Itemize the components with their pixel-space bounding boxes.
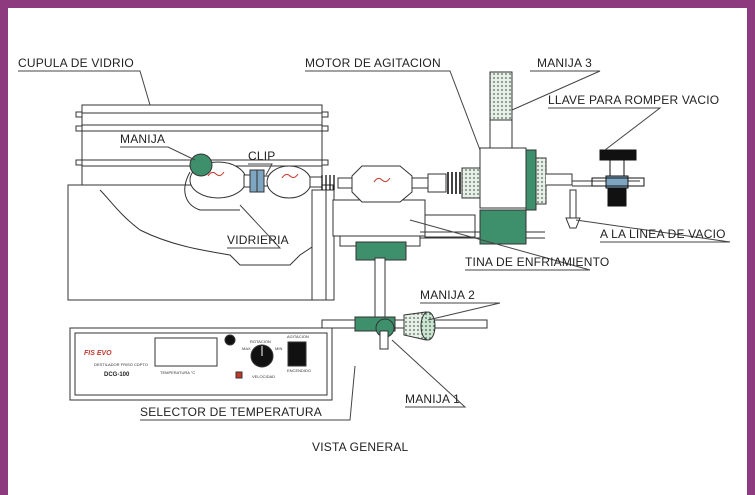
label-manija: MANIJA [120,132,165,146]
vacuum-break-valve [591,149,645,207]
leader-lines [18,70,731,421]
panel-agitation-label: AGITACION [287,334,309,339]
panel-max-label: MAX [242,346,251,351]
control-unit [69,327,333,401]
panel-speed-label: VELOCIDAD [252,374,275,379]
label-selector: SELECTOR DE TEMPERATURA [140,405,322,419]
label-manija3: MANIJA 3 [537,56,592,70]
handle-main [184,153,240,211]
label-cupula: CUPULA DE VIDRIO [18,56,134,70]
label-llave: LLAVE PARA ROMPER VACIO [548,93,719,107]
label-linea-vacio: A LA LINEA DE VACIO [600,227,726,241]
panel-rotation-label: ROTACION [250,339,271,344]
panel-encendido-label: ENCENDIDO [287,368,311,373]
label-clip: CLIP [248,149,275,163]
stirring-motor [461,71,640,245]
label-motor: MOTOR DE AGITACION [305,56,441,70]
diagram-title: VISTA GENERAL [312,440,409,454]
glassware [189,161,461,203]
label-manija1: MANIJA 1 [405,392,460,406]
label-manija2: MANIJA 2 [420,288,475,302]
panel-temp-label: TEMPERATURA °C [160,370,195,375]
panel-model: DCG-100 [104,372,130,378]
cooling-tub [67,184,545,301]
label-tina: TINA DE ENFRIAMIENTO [465,255,609,269]
panel-brand: FIS EVO [84,350,112,357]
label-vidrieria: VIDRIERIA [227,233,289,247]
handle-2 [403,311,436,341]
panel-min-label: MIN [275,346,282,351]
panel-device-name: DESTILADOR FRISO CDPTO [94,362,148,367]
